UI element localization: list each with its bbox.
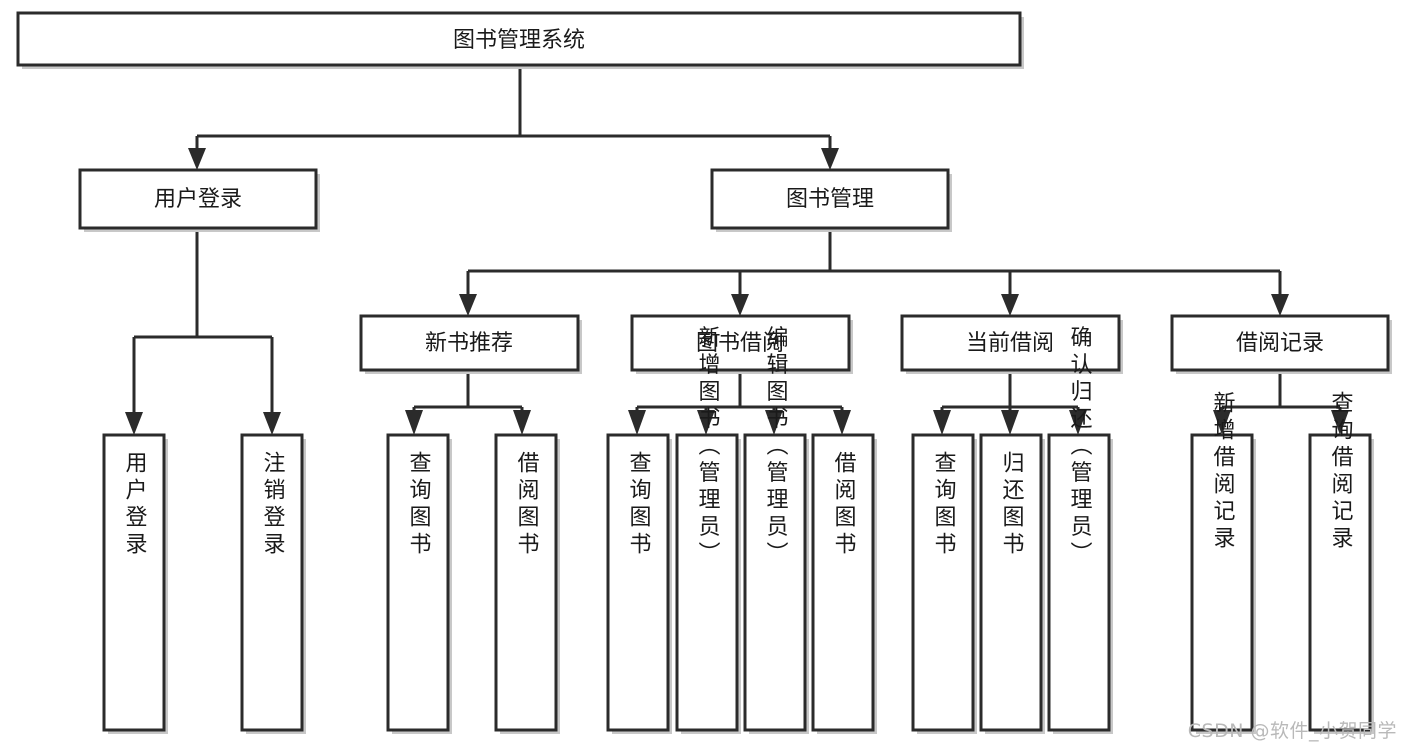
leaf-current-query-book-label: 查询图书 (931, 451, 957, 559)
arrowhead-to-records (1271, 294, 1289, 316)
leaf-return-book-label: 归还图书 (999, 451, 1025, 559)
arrowhead-to-current (1001, 294, 1019, 316)
node-current-borrow-label: 当前借阅 (966, 331, 1054, 356)
node-new-book-recommend-box[interactable] (359, 314, 580, 372)
leaf-return-book[interactable]: 归还图书 (979, 433, 1045, 734)
node-root-label: 图书管理系统 (453, 28, 585, 53)
node-book-borrow[interactable]: 图书借阅 (630, 314, 853, 374)
arrowhead-borrow-leaf-1 (628, 410, 646, 435)
node-root-box[interactable] (16, 11, 1022, 67)
arrowhead-borrow-leaf-3 (765, 410, 783, 435)
leaf-newbook-query-book-box[interactable] (386, 433, 450, 732)
node-user-login-label: 用户登录 (154, 187, 242, 212)
arrowhead-to-borrow (731, 294, 749, 316)
leaf-newbook-query-book-label: 查询图书 (406, 451, 432, 559)
leaf-edit-book-admin-box[interactable] (743, 433, 807, 732)
connector-layer (125, 65, 1349, 435)
leaf-user-login[interactable]: 用户登录 (102, 433, 168, 734)
node-new-book-recommend-label: 新书推荐 (425, 331, 513, 356)
node-book-management[interactable]: 图书管理 (710, 168, 952, 232)
leaf-query-borrow-record[interactable]: 查询借阅记录 (1308, 391, 1374, 734)
arrowhead-to-newbook (459, 294, 477, 316)
node-borrow-records-label: 借阅记录 (1236, 331, 1324, 356)
node-user-login[interactable]: 用户登录 (78, 168, 320, 232)
leaf-edit-book-admin[interactable]: 编辑图书（管理员） (743, 326, 809, 735)
leaf-user-login-label: 用户登录 (122, 451, 148, 559)
node-book-borrow-label: 图书借阅 (696, 331, 784, 356)
leaf-add-borrow-record[interactable]: 新增借阅记录 (1190, 391, 1256, 734)
leaf-logout-label: 注销登录 (260, 451, 286, 559)
node-current-borrow[interactable]: 当前借阅 (900, 314, 1123, 374)
node-root[interactable]: 图书管理系统 (16, 11, 1024, 69)
leaf-newbook-query-book[interactable]: 查询图书 (386, 433, 452, 734)
leaf-confirm-return-admin-label: 确认归还（管理员） (1067, 326, 1093, 569)
arrowhead-borrow-leaf-2 (697, 410, 715, 435)
arrowhead-login-leaf-1 (125, 412, 143, 435)
node-borrow-records-box[interactable] (1170, 314, 1390, 372)
leaf-return-book-box[interactable] (979, 433, 1043, 732)
leaf-add-borrow-record-label: 新增借阅记录 (1210, 391, 1236, 553)
leaf-confirm-return-admin-box[interactable] (1047, 433, 1111, 732)
leaf-borrow-query-book[interactable]: 查询图书 (606, 433, 672, 734)
leaf-newbook-borrow-book-label: 借阅图书 (514, 451, 540, 559)
node-user-login-box[interactable] (78, 168, 318, 230)
leaf-logout-box[interactable] (240, 433, 304, 732)
arrowhead-to-login (188, 148, 206, 170)
arrowhead-records-leaf-1 (1213, 410, 1231, 435)
node-book-management-label: 图书管理 (786, 187, 874, 212)
arrowhead-newbook-leaf-2 (513, 410, 531, 435)
arrowhead-current-leaf-2 (1001, 410, 1019, 435)
node-book-management-box[interactable] (710, 168, 950, 230)
node-new-book-recommend[interactable]: 新书推荐 (359, 314, 582, 374)
leaf-borrow-borrow-book-label: 借阅图书 (831, 451, 857, 559)
node-current-borrow-box[interactable] (900, 314, 1121, 372)
leaf-current-query-book-box[interactable] (911, 433, 975, 732)
leaf-newbook-borrow-book[interactable]: 借阅图书 (494, 433, 560, 734)
leaf-query-borrow-record-label: 查询借阅记录 (1328, 391, 1354, 553)
leaf-borrow-query-book-label: 查询图书 (626, 451, 652, 559)
arrowhead-newbook-leaf-1 (405, 410, 423, 435)
node-book-borrow-box[interactable] (630, 314, 851, 372)
leaf-add-book-admin-box[interactable] (675, 433, 739, 732)
leaf-current-query-book[interactable]: 查询图书 (911, 433, 977, 734)
node-borrow-records[interactable]: 借阅记录 (1170, 314, 1392, 374)
arrowhead-current-leaf-1 (933, 410, 951, 435)
leaf-borrow-borrow-book[interactable]: 借阅图书 (811, 433, 877, 734)
leaf-user-login-box[interactable] (102, 433, 166, 732)
leaf-logout[interactable]: 注销登录 (240, 433, 306, 734)
leaf-borrow-query-book-box[interactable] (606, 433, 670, 732)
arrowhead-to-bookmgmt (821, 148, 839, 170)
leaf-edit-book-admin-label: 编辑图书（管理员） (763, 326, 789, 569)
leaf-newbook-borrow-book-box[interactable] (494, 433, 558, 732)
arrowhead-records-leaf-2 (1331, 410, 1349, 435)
leaf-query-borrow-record-box[interactable] (1308, 433, 1372, 732)
arrowhead-login-leaf-2 (263, 412, 281, 435)
arrowhead-current-leaf-3 (1069, 410, 1087, 435)
arrowhead-borrow-leaf-4 (833, 410, 851, 435)
leaf-add-borrow-record-box[interactable] (1190, 433, 1254, 732)
leaf-borrow-borrow-book-box[interactable] (811, 433, 875, 732)
leaf-add-book-admin[interactable]: 新增图书（管理员） (675, 326, 741, 735)
leaf-confirm-return-admin[interactable]: 确认归还（管理员） (1047, 326, 1113, 735)
leaf-add-book-admin-label: 新增图书（管理员） (695, 326, 721, 569)
